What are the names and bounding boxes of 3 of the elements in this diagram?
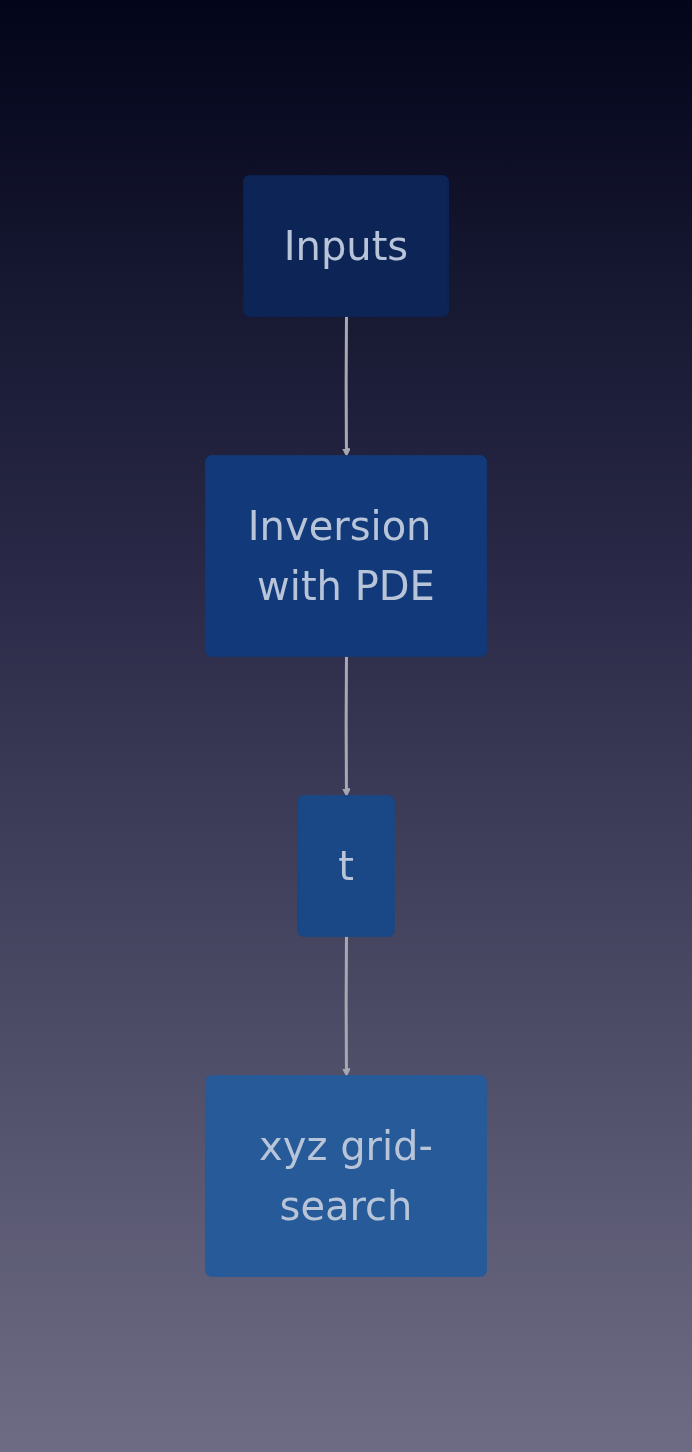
- arrow: [342, 936, 351, 1077]
- arrow: [342, 316, 351, 457]
- arrow: [342, 656, 351, 797]
